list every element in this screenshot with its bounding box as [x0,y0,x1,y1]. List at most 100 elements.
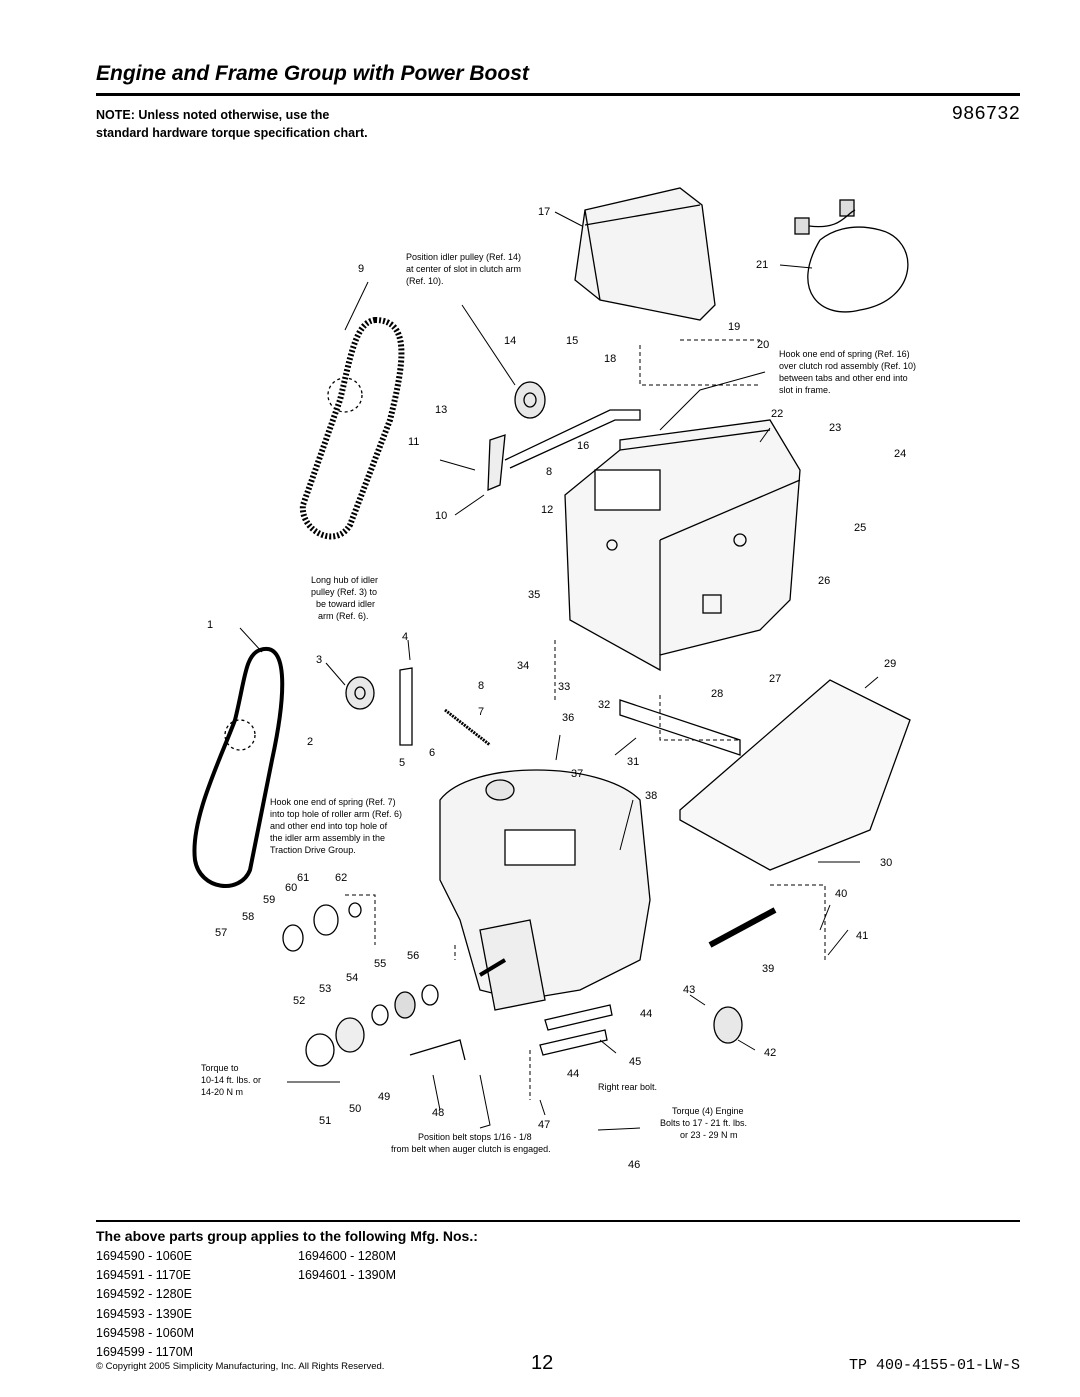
part-label: 50 [349,1103,361,1115]
part-label: 33 [558,681,570,693]
mfg-number: 1694598 - 1060M [96,1325,194,1340]
note-spring7-4: the idler arm assembly in the [270,833,385,843]
mfg-number: 1694592 - 1280E [96,1287,192,1302]
part-label: 5 [399,757,405,769]
mount-plate-upper [544,1004,613,1031]
part-label: 3 [316,654,322,666]
note-torque-left-1: Torque to [201,1063,239,1073]
part-label: 14 [504,335,516,347]
part-label: 30 [880,857,892,869]
engine-frame [564,419,801,672]
note-spring7-5: Traction Drive Group. [270,845,356,855]
note-long-hub-3: be toward idler [316,599,375,609]
note-spring7-3: and other end into top hole of [270,821,388,831]
note-torque-left-2: 10-14 ft. lbs. or [201,1075,261,1085]
part-label: 36 [562,712,574,724]
part-label: 46 [628,1159,640,1171]
drive-belt [192,646,285,888]
part-label: 44 [567,1068,579,1080]
part-label: 54 [346,972,358,984]
wire-harness [794,199,909,313]
part-label: 28 [711,688,723,700]
part-label: 22 [771,408,783,420]
part-label: 38 [645,790,657,802]
part-label: 62 [335,872,347,884]
note-spring16-3: between tabs and other end into [779,373,908,383]
part-label: 47 [538,1119,550,1131]
part-label: 12 [541,504,553,516]
part-label: 7 [478,706,484,718]
part-label: 8 [478,680,484,692]
mfg-number: 1694591 - 1170E [96,1268,191,1283]
note-belt-stops-2: from belt when auger clutch is engaged. [391,1144,551,1154]
mfg-numbers-col1: 1694590 - 1060E 1694591 - 1170E 1694592 … [96,1247,194,1362]
note-spring7-2: into top hole of roller arm (Ref. 6) [270,809,402,819]
part-label: 52 [293,995,305,1007]
lower-shield [679,679,911,871]
part-label: 23 [829,422,841,434]
part-label: 45 [629,1056,641,1068]
page-number: 12 [531,1352,554,1374]
callout-notes: Position idler pulley (Ref. 14) at cente… [201,252,916,1154]
belt-stop [409,1039,466,1061]
title-rule [96,93,1020,96]
note-torque-left-3: 14-20 N m [201,1087,243,1097]
note-torque-engine-1: Torque (4) Engine [672,1106,744,1116]
idler-pulley-lower [345,667,491,747]
part-label: 19 [728,321,740,333]
note-long-hub-2: pulley (Ref. 3) to [311,587,377,597]
part-label: 40 [835,888,847,900]
engine [439,769,651,1011]
part-label: 1 [207,619,213,631]
belt-cover [574,187,716,321]
part-label: 27 [769,673,781,685]
part-label: 53 [319,983,331,995]
note-torque-engine-3: or 23 - 29 N m [680,1130,738,1140]
part-label: 43 [683,984,695,996]
part-label: 4 [402,631,408,643]
section-rule [96,1220,1020,1222]
part-label: 58 [242,911,254,923]
part-label: 48 [432,1107,444,1119]
part-label: 10 [435,510,447,522]
reflector [713,1006,743,1044]
mfg-number: 1694590 - 1060E [96,1249,192,1263]
auger-belt [299,316,405,540]
note-long-hub-1: Long hub of idler [311,575,378,585]
part-label: 6 [429,747,435,759]
part-label: 55 [374,958,386,970]
note-spring7-1: Hook one end of spring (Ref. 7) [270,797,396,807]
part-label: 13 [435,404,447,416]
part-label: 61 [297,872,309,884]
part-label: 37 [571,768,583,780]
part-label: 60 [285,882,297,894]
part-label: 20 [757,339,769,351]
publication-code: TP 400-4155-01-LW-S [848,1357,1020,1374]
mfg-number: 1694601 - 1390M [298,1268,396,1283]
support-bracket [619,699,741,756]
part-label: 11 [408,436,419,448]
note-idler-pulley-3: (Ref. 10). [406,276,444,286]
mfg-number: 1694600 - 1280M [298,1249,396,1263]
mfg-number: 1694593 - 1390E [96,1306,192,1321]
diagram-number: 986732 [951,103,1020,125]
note-spring16-4: slot in frame. [779,385,831,395]
applies-heading: The above parts group applies to the fol… [96,1228,478,1244]
auger-pulley-stack [282,902,439,1067]
note-right-rear-bolt: Right rear bolt. [598,1082,657,1092]
mount-plate-lower [539,1029,608,1056]
drive-shaft [708,907,777,948]
part-label: 34 [517,660,529,672]
exploded-parts-diagram: 1 2 3 4 5 6 7 8 8 9 10 11 12 13 14 15 16… [192,187,916,1171]
part-label: 9 [358,263,364,275]
copyright: © Copyright 2005 Simplicity Manufacturin… [96,1361,385,1372]
part-label: 25 [854,522,866,534]
part-label: 2 [307,736,313,748]
part-label: 16 [577,440,589,452]
part-label: 49 [378,1091,390,1103]
part-label: 31 [627,756,639,768]
note-belt-stops-1: Position belt stops 1/16 - 1/8 [418,1132,532,1142]
part-label: 51 [319,1115,331,1127]
torque-note: NOTE: Unless noted otherwise, use the st… [96,108,368,140]
note-long-hub-4: arm (Ref. 6). [318,611,369,621]
